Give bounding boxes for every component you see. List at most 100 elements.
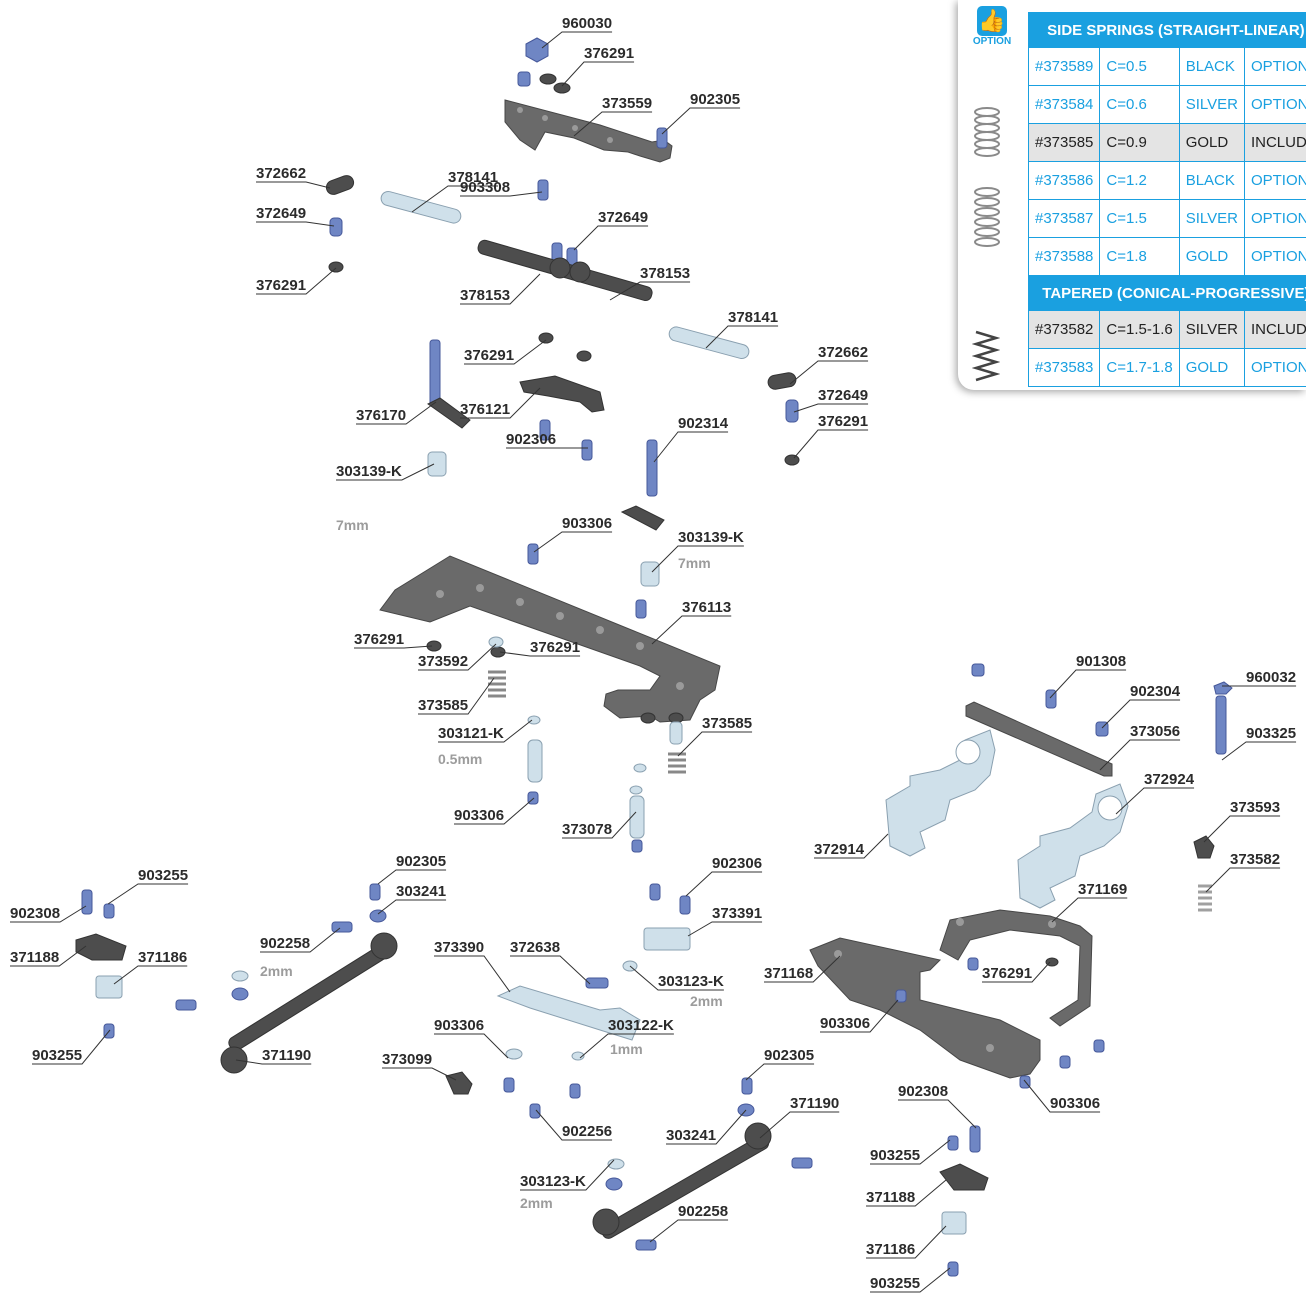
part-number-label: 371190 <box>262 1047 311 1064</box>
leader-line <box>1115 787 1195 815</box>
part-number-label: 902258 <box>678 1203 728 1220</box>
leader-line <box>573 225 649 251</box>
part-number-label: 903306 <box>434 1017 484 1034</box>
part-number-label: 902304 <box>1130 683 1181 700</box>
part-number-label: 371188 <box>10 949 59 966</box>
leader-line <box>256 267 337 295</box>
leader-line <box>1049 669 1127 699</box>
brace-part <box>496 985 641 1041</box>
leader-line <box>520 1159 615 1191</box>
turnbuckle-part <box>228 941 394 1051</box>
screw-part <box>631 839 643 853</box>
leader-line <box>870 1139 951 1165</box>
leader-line <box>661 107 741 135</box>
option-badge: 👍 OPTION <box>970 6 1014 47</box>
leader-line <box>499 651 581 657</box>
leader-line <box>1101 699 1181 729</box>
turnbuckle-part <box>600 1135 770 1239</box>
block-part <box>643 927 691 951</box>
part-number-label: 903306 <box>820 1015 870 1032</box>
leader-line <box>418 643 497 671</box>
part-number-label: 903255 <box>870 1147 920 1164</box>
leader-line <box>434 955 511 993</box>
spring-color: BLACK <box>1178 47 1245 86</box>
part-number-label: 303139-K <box>336 463 402 480</box>
shaft-part <box>629 795 645 839</box>
spring-code: #373582 <box>1027 310 1101 349</box>
leader-line <box>649 1219 729 1243</box>
spring-code: #373588 <box>1027 237 1101 276</box>
part-number-label: 902305 <box>690 91 740 108</box>
part-number-label: 903306 <box>454 807 504 824</box>
leader-line <box>510 955 591 985</box>
leader-line <box>382 1067 457 1081</box>
leader-line <box>653 431 729 463</box>
nut-part <box>525 37 549 63</box>
part-number-label: 376113 <box>682 599 731 616</box>
spring-status: OPTION <box>1243 47 1306 86</box>
leader-line <box>573 111 653 137</box>
part-number-label: 901308 <box>1076 653 1126 670</box>
part-number-label: 903306 <box>1050 1095 1100 1112</box>
spring-color: SILVER <box>1178 310 1245 349</box>
dimension-note: 2mm <box>520 1195 553 1211</box>
part-number-label: 902308 <box>10 905 60 922</box>
leader-line <box>460 273 541 305</box>
bracket-part <box>75 933 127 961</box>
leader-line <box>561 61 635 87</box>
leader-line <box>336 463 435 481</box>
leader-line <box>677 731 753 757</box>
part-number-label: 371186 <box>138 949 187 966</box>
leader-line <box>235 1059 312 1065</box>
carbon-chassis-part <box>939 909 1093 1027</box>
part-number-label: 378153 <box>460 287 510 304</box>
leader-line <box>814 833 889 859</box>
spring-rate: C=1.5-1.6 <box>1099 310 1180 349</box>
part-number-label: 303121-K <box>438 725 504 742</box>
spring-rate: C=1.5 <box>1099 199 1180 238</box>
leader-line <box>535 1109 613 1141</box>
leader-line <box>579 1033 674 1059</box>
part-number-label: 373585 <box>418 697 468 714</box>
carbon-strip-part <box>965 701 1113 777</box>
leader-line <box>434 1033 509 1059</box>
spring-color: GOLD <box>1178 123 1245 162</box>
spring-status: OPTION <box>1243 237 1306 276</box>
part-number-label: 372924 <box>1144 771 1195 788</box>
leader-line <box>629 965 724 991</box>
part-number-label: 376291 <box>530 639 580 656</box>
spring-status: INCLUD <box>1243 310 1306 349</box>
leader-line <box>460 387 541 419</box>
leader-line <box>438 719 533 743</box>
part-number-label: 373585 <box>702 715 752 732</box>
spring-rate: C=0.9 <box>1099 123 1180 162</box>
part-number-label: 376291 <box>256 277 306 294</box>
shaft-part <box>380 190 462 224</box>
screw-part <box>1215 695 1227 755</box>
part-number-label: 903308 <box>460 179 510 196</box>
washer-part <box>488 636 504 648</box>
leader-line <box>107 883 189 905</box>
leader-line <box>651 615 732 645</box>
washer-part <box>576 350 592 362</box>
carbon-chassis-part <box>809 937 1041 1079</box>
screw-part <box>517 71 531 87</box>
screw-part <box>581 439 593 461</box>
part-number-label: 378141 <box>728 309 778 326</box>
option-badge-label: OPTION <box>972 36 1012 47</box>
ball-end-part <box>767 372 797 390</box>
leader-line <box>454 797 535 825</box>
dimension-note: 0.5mm <box>438 751 482 767</box>
dimension-note: 7mm <box>336 517 369 533</box>
leader-line <box>377 869 447 885</box>
leader-line <box>666 1109 747 1145</box>
spring-code: #373585 <box>1027 123 1101 162</box>
part-number-label: 903306 <box>562 515 612 532</box>
